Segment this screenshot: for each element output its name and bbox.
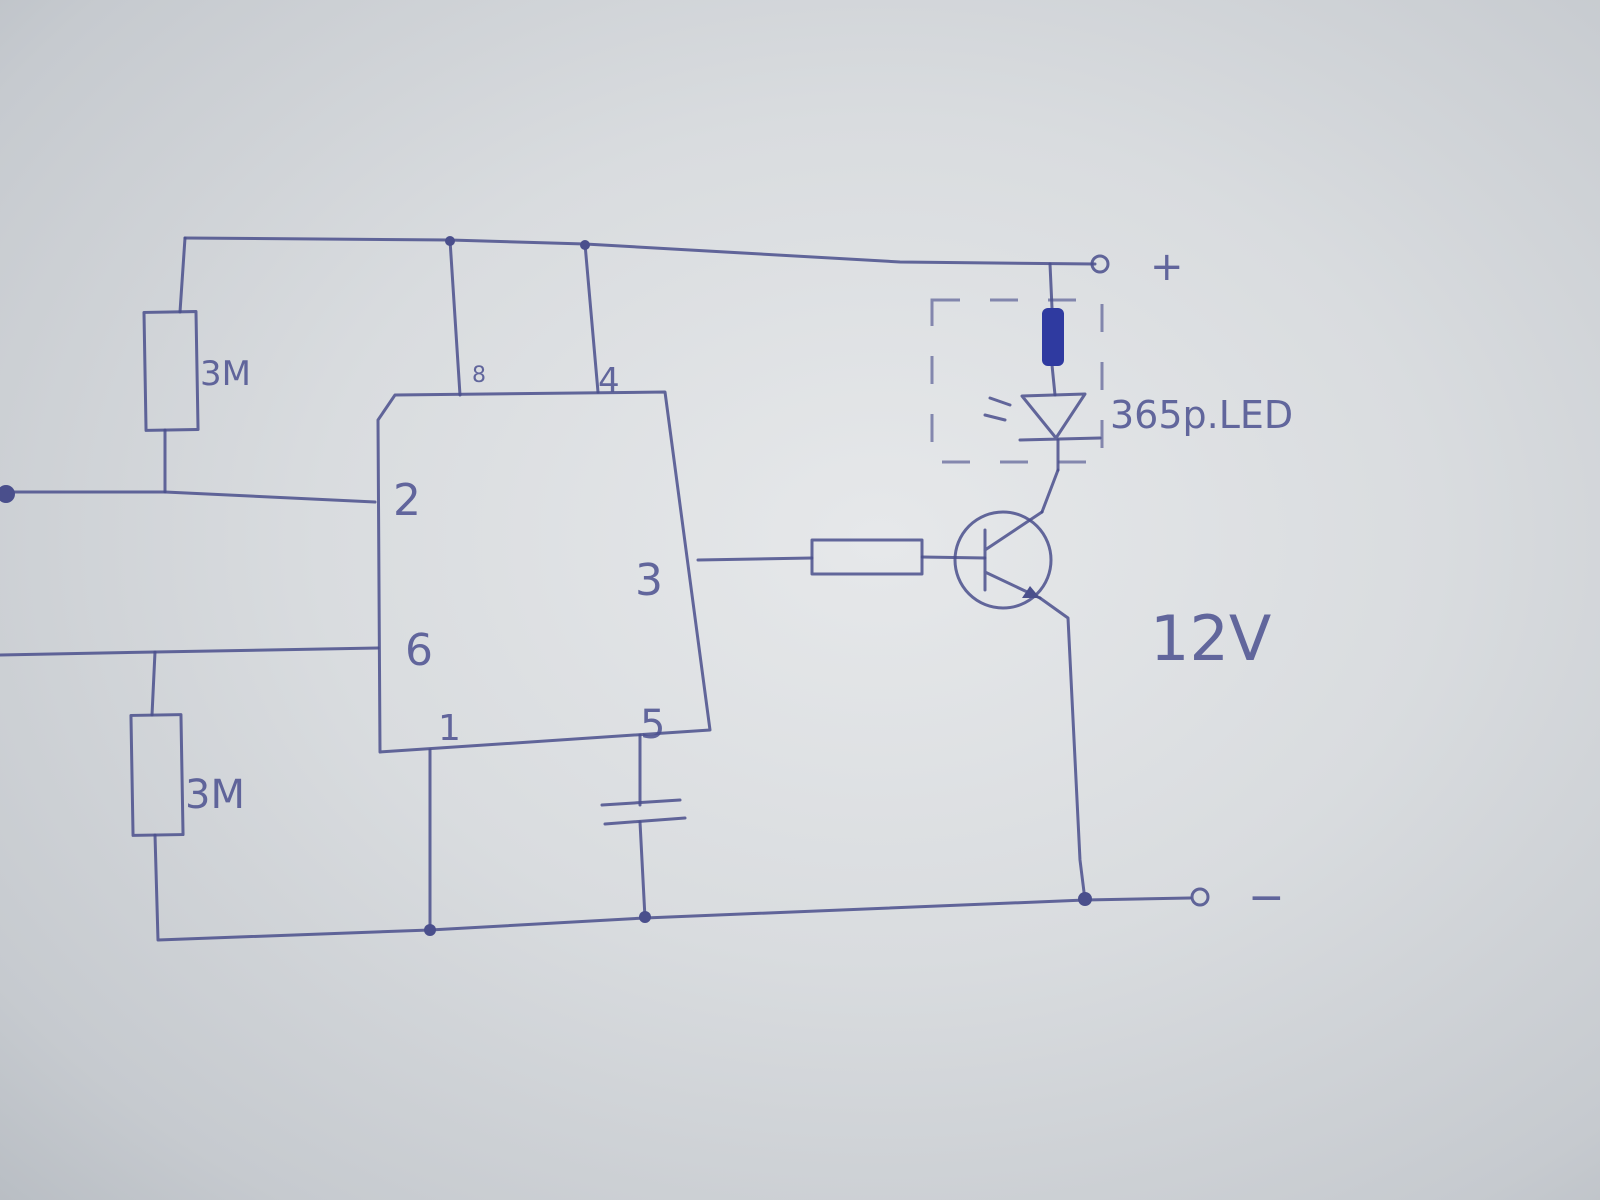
- led-diode: [1018, 392, 1102, 442]
- pin-8-label: 8: [472, 363, 486, 388]
- led-label: 365p.LED: [1110, 393, 1293, 437]
- pin-3-label: 3: [635, 555, 663, 606]
- pin-6-label: 6: [405, 625, 433, 676]
- negative-terminal: [1190, 887, 1210, 907]
- wire: [696, 555, 987, 562]
- led-module-box: [930, 298, 1104, 464]
- wire: [428, 733, 647, 932]
- resistor-top: [142, 310, 200, 432]
- positive-terminal: [1090, 254, 1110, 274]
- pin-4-label: 4: [598, 361, 620, 401]
- positive-rail: [183, 236, 1097, 266]
- transistor-leads: [983, 510, 1044, 600]
- wire: [1038, 468, 1087, 902]
- pin-1-label: 1: [438, 708, 461, 749]
- led-resistor: [1042, 308, 1064, 366]
- supply-voltage-label: 12V: [1150, 602, 1271, 675]
- base-resistor: [810, 538, 924, 576]
- pin-5-label: 5: [640, 702, 665, 748]
- wire: [448, 238, 600, 397]
- wire: [0, 646, 380, 657]
- terminal-plus-label: +: [1150, 244, 1184, 290]
- transistor: [953, 510, 1053, 610]
- emitter-arrow: [1022, 586, 1040, 598]
- junction-dot: [1078, 892, 1092, 906]
- capacitor: [600, 798, 687, 826]
- wire: [163, 236, 187, 494]
- junction-dot: [424, 924, 436, 936]
- wire: [150, 650, 1192, 942]
- resistor-top-label: 3M: [200, 354, 251, 394]
- wire: [0, 490, 377, 504]
- left-terminal: [0, 485, 15, 503]
- ic-555: [376, 390, 712, 754]
- wire: [1048, 262, 1060, 472]
- pin-2-label: 2: [393, 475, 421, 526]
- terminal-minus-label: −: [1248, 872, 1285, 923]
- junction-dot: [639, 911, 651, 923]
- resistor-bottom-label: 3M: [185, 772, 245, 818]
- resistor-bottom: [129, 713, 185, 837]
- led-light-arrows: [983, 396, 1012, 422]
